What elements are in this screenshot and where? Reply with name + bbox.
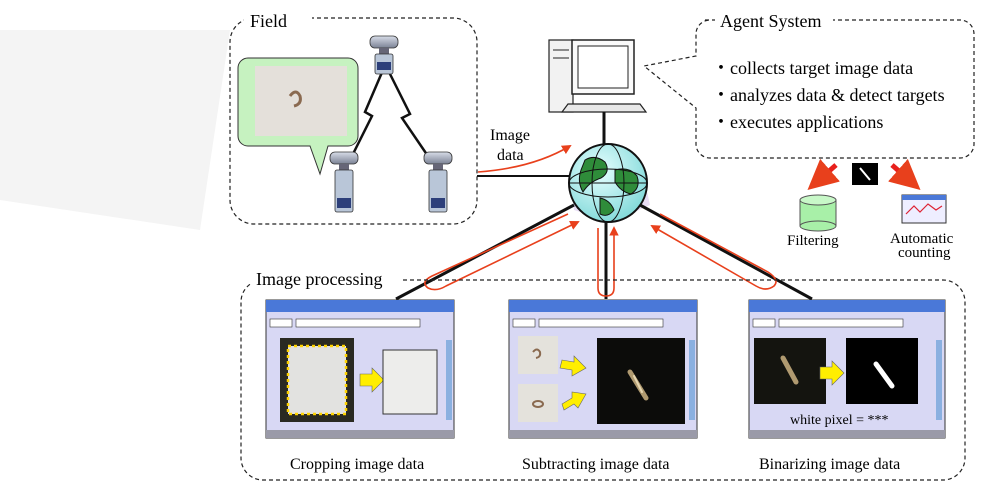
processing-title: Image processing — [256, 269, 382, 289]
frame-image-1 — [518, 336, 558, 374]
sensor-node-top — [369, 35, 399, 75]
agent-system-box: Agent System ・collects target image data… — [642, 10, 975, 159]
arrow-to-counting — [888, 158, 921, 190]
loop-arrow-subtracting — [597, 226, 619, 297]
image-data-label-1: Image — [490, 127, 530, 144]
image-data-arrow — [477, 145, 572, 173]
sensor-node-right — [423, 151, 453, 213]
binarizing-window: white pixel = *** — [748, 299, 946, 439]
agent-bullet-2: ・analyzes data & detect targets — [712, 85, 945, 105]
frame-image-2 — [518, 384, 558, 422]
loop-arrow-cropping — [424, 213, 580, 291]
agent-title: Agent System — [720, 11, 822, 31]
field-box: Field — [229, 10, 478, 225]
insect-sample — [288, 90, 302, 108]
field-title: Field — [250, 11, 287, 31]
arrow-to-filtering — [807, 158, 840, 190]
output-section: Filtering Automatic counting — [787, 158, 954, 261]
field-callout — [237, 57, 359, 176]
cropping-window — [265, 299, 455, 439]
binarizing-caption: Binarizing image data — [759, 456, 900, 473]
computer-icon — [548, 39, 648, 113]
sensor-node-left — [329, 151, 359, 213]
wireless-link-right — [386, 69, 434, 163]
image-processing-box: Image processing — [240, 268, 966, 481]
difference-image — [597, 338, 685, 424]
agent-bullet-3: ・executes applications — [712, 112, 883, 132]
chart-window-icon — [901, 194, 947, 224]
cropped-image — [382, 349, 438, 415]
counting-label-1: Automatic — [890, 231, 954, 247]
white-pixel-note: white pixel = *** — [790, 413, 889, 428]
agent-bullet-1: ・collects target image data — [712, 58, 913, 78]
subtract-arrow-icon-1 — [559, 355, 587, 377]
wireless-link-left — [348, 69, 385, 161]
database-icon — [799, 194, 837, 232]
crop-region — [286, 344, 348, 416]
link-to-binarizing — [639, 203, 813, 301]
loop-arrow-binarizing — [650, 213, 777, 290]
subtract-arrow-icon-2 — [561, 391, 587, 411]
cropping-caption: Cropping image data — [290, 456, 424, 473]
background-shade — [0, 30, 230, 230]
filtering-label: Filtering — [787, 233, 839, 249]
image-data-label-2: data — [497, 147, 524, 164]
binarize-arrow-icon — [819, 360, 845, 386]
network-globe-icon — [568, 143, 650, 223]
subtracting-caption: Subtracting image data — [522, 456, 670, 473]
crop-arrow-icon — [359, 367, 385, 393]
subtracting-window — [508, 299, 698, 439]
counting-label-2: counting — [898, 245, 951, 261]
